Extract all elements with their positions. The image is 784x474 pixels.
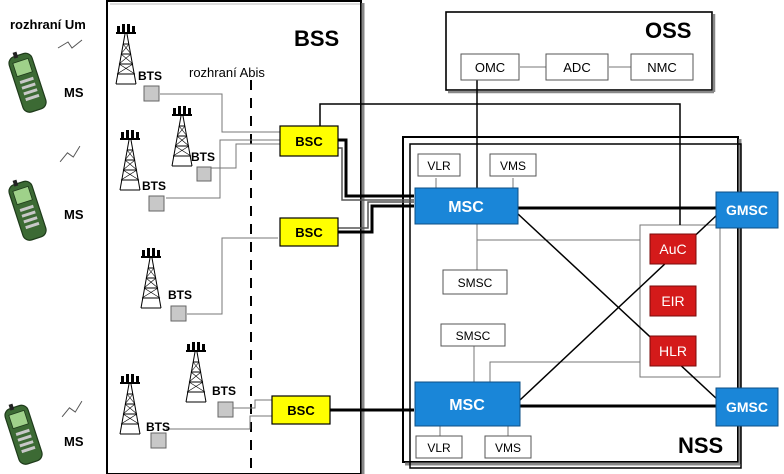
bts-4: BTS: [140, 247, 192, 322]
bts-1: BTS: [115, 23, 162, 102]
gmsc-label: GMSC: [726, 202, 768, 218]
vlr-label: VLR: [427, 159, 451, 173]
hlr-register: HLR: [649, 335, 697, 367]
bts-box: [150, 432, 167, 449]
bts-label: BTS: [142, 179, 166, 193]
bts-label: BTS: [212, 384, 236, 398]
eir-register: EIR: [649, 285, 697, 317]
thin-connections: [160, 66, 640, 436]
ms-3: MS: [1, 399, 84, 467]
msc-2: MSC: [414, 381, 521, 427]
bsc-label: BSC: [287, 403, 315, 418]
gmsc-label: GMSC: [726, 399, 768, 415]
adc-node: ADC: [545, 53, 609, 81]
eir-label: EIR: [661, 293, 684, 309]
nss-title: NSS: [678, 433, 723, 458]
bts-box: [143, 85, 160, 102]
bts-box: [170, 305, 187, 322]
bts-box: [148, 195, 165, 212]
bts-label: BTS: [168, 288, 192, 302]
um-interface-label: rozhraní Um: [10, 17, 86, 32]
vlr-1: VLR: [417, 153, 461, 177]
ms-label: MS: [64, 207, 84, 222]
mobile-phone-icon: [5, 175, 49, 243]
mobile-phone-icon: [5, 47, 49, 115]
bsc-label: BSC: [295, 134, 323, 149]
bts-box: [217, 401, 234, 418]
bts-label: BTS: [146, 420, 170, 434]
vlr-2: VLR: [415, 435, 463, 459]
msc-1: MSC: [414, 187, 519, 225]
ms-2: MS: [5, 175, 84, 243]
gmsc-1: GMSC: [715, 191, 779, 229]
ms-label: MS: [64, 434, 84, 449]
radio-link-2: [56, 145, 84, 163]
bsc-label: BSC: [295, 225, 323, 240]
bsc-1: BSC: [279, 125, 339, 157]
bsc-3: BSC: [271, 395, 331, 425]
vms-label: VMS: [495, 441, 521, 455]
radio-link-3: [58, 400, 86, 418]
vms-label: VMS: [500, 159, 526, 173]
ms-label: MS: [64, 85, 84, 100]
bts-box: [196, 166, 212, 182]
omc-label: OMC: [475, 60, 505, 75]
radio-link-1: [57, 39, 83, 49]
omc-node: OMC: [460, 53, 520, 81]
bts-2: BTS: [171, 105, 215, 182]
vms-1: VMS: [489, 153, 537, 177]
oss-title: OSS: [645, 18, 691, 43]
ms-1: MS: [5, 47, 84, 115]
auc-register: AuC: [649, 233, 697, 265]
nmc-label: NMC: [647, 60, 677, 75]
mobile-phone-icon: [1, 399, 45, 467]
vlr-label: VLR: [427, 441, 451, 455]
abis-interface-label: rozhraní Abis: [189, 65, 265, 80]
bts-3: BTS: [119, 129, 166, 212]
bts-6: BTS: [119, 373, 170, 449]
auc-label: AuC: [659, 241, 686, 257]
bts-label: BTS: [191, 150, 215, 164]
smsc-label: SMSC: [458, 276, 493, 290]
nmc-node: NMC: [630, 53, 694, 81]
thick-connections: [319, 80, 719, 412]
bts-label: BTS: [138, 69, 162, 83]
smsc-1: SMSC: [442, 269, 508, 295]
hlr-label: HLR: [659, 343, 687, 359]
msc-label: MSC: [448, 199, 484, 216]
bts-5: BTS: [185, 341, 236, 418]
gmsc-2: GMSC: [715, 387, 779, 427]
bsc-2: BSC: [279, 217, 339, 247]
vms-2: VMS: [484, 435, 532, 459]
adc-label: ADC: [563, 60, 590, 75]
smsc-label: SMSC: [456, 329, 491, 343]
bss-title: BSS: [294, 26, 339, 51]
smsc-2: SMSC: [440, 323, 506, 347]
msc-label: MSC: [449, 397, 485, 414]
